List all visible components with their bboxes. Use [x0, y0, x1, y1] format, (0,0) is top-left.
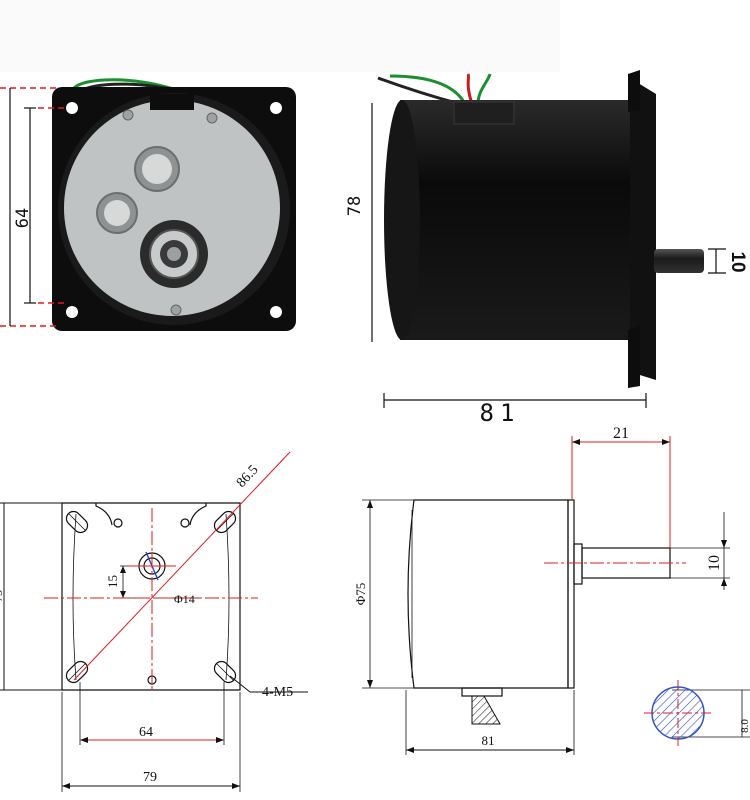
- wire-grommet: [453, 101, 515, 125]
- side-photo: [377, 70, 704, 388]
- side-wire-green: [389, 74, 467, 105]
- wire-exit-block: [461, 687, 503, 697]
- hole-spec-leader: [229, 675, 251, 693]
- front-photo-dimensions: [0, 87, 66, 327]
- arrow-body-dia-top: [367, 500, 373, 508]
- side-photo-dimension-bars: [371, 103, 726, 408]
- arrow-body-dia-bottom: [367, 680, 373, 688]
- side-drawing: [362, 436, 730, 755]
- shaft-dia-label: 10: [706, 555, 723, 571]
- draw-screw-left: [113, 518, 123, 528]
- left-height-label: 75: [0, 590, 5, 602]
- front-photo-dimension-bars: [9, 88, 36, 326]
- side-shaft-label: 10: [727, 251, 748, 272]
- arrow-shaft-dia-top: [721, 540, 727, 548]
- screw-top-right: [206, 112, 218, 124]
- photo-background-strip: [0, 0, 560, 72]
- body-chamfer-top: [95, 503, 207, 526]
- slot-hole-tl: [65, 510, 89, 534]
- side-height-label: 78: [345, 196, 365, 216]
- slot-hole-tr: [213, 510, 237, 534]
- inner-arc-left: [72, 513, 77, 681]
- arrow-hole-spacing-left: [80, 737, 88, 743]
- front-photo: [52, 78, 296, 331]
- arrow-hole-spacing-right: [216, 737, 224, 743]
- mount-hole-tr: [270, 102, 282, 114]
- draw-screw-right: [180, 518, 190, 528]
- flange-outline: [61, 502, 241, 691]
- offset-dim-label: 15: [105, 575, 120, 588]
- side-length-label: 81: [480, 399, 521, 427]
- hole-spacing-label: 64: [139, 725, 153, 740]
- wire-exit-hatch: [471, 695, 501, 725]
- slot-hole-br: [213, 660, 237, 684]
- side-wire-green-2: [476, 73, 492, 105]
- arrow-body-length-right: [566, 747, 574, 753]
- front-drawing: [0, 451, 308, 792]
- wire-notch: [150, 94, 194, 110]
- inner-arc-right: [225, 513, 230, 681]
- shaft-section-detail: [644, 680, 750, 746]
- arrow-shaft-length-left: [572, 439, 580, 445]
- motor-can: [391, 100, 640, 340]
- arrow-shaft-length-right: [662, 439, 670, 445]
- arrow-shaft-dia-bottom: [721, 578, 727, 586]
- pilot-boss: [573, 543, 583, 585]
- front-outer-dim-label: 7: [0, 205, 3, 215]
- arrow-flange-width-right: [232, 783, 240, 789]
- section-dim-label: 8.0: [739, 719, 750, 733]
- arrow-offset-top: [120, 566, 126, 573]
- arrow-body-length-left: [406, 747, 414, 753]
- mount-hole-br: [270, 306, 282, 318]
- flange-tab-bottom: [628, 326, 640, 388]
- front-drawing-centerlines: [44, 508, 258, 690]
- flange-outline-side: [567, 499, 575, 689]
- front-drawing-arrowheads: [62, 566, 240, 789]
- arrow-flange-width-left: [62, 783, 70, 789]
- end-plate: [64, 100, 280, 316]
- bushing-lower-inner: [104, 200, 130, 226]
- body-length-label: 81: [482, 733, 495, 748]
- side-drawing-arrowheads: [367, 439, 727, 753]
- screw-bottom: [170, 304, 182, 316]
- flange-tab-top: [628, 70, 640, 112]
- arrow-offset-bottom: [120, 591, 126, 598]
- diagonal-dim-line: [73, 451, 291, 681]
- motor-can-end: [384, 100, 420, 340]
- mount-hole-tl: [66, 102, 78, 114]
- shaft-length-label: 21: [613, 425, 629, 442]
- side-wire-red: [466, 73, 474, 105]
- bearing-center: [167, 247, 181, 261]
- hole-spec-label: 4-M5: [262, 685, 293, 700]
- body-dia-label: Φ75: [353, 583, 368, 606]
- bushing-upper-inner: [142, 154, 172, 184]
- flange-width-label: 79: [143, 770, 157, 785]
- body-outline: [407, 499, 569, 689]
- side-flange: [630, 78, 656, 380]
- screw-top-left: [122, 109, 134, 121]
- front-hole-dim-label: 64: [13, 208, 33, 228]
- slot-hole-bl: [65, 660, 89, 684]
- motor-shaft: [654, 249, 704, 273]
- mount-hole-bl: [66, 306, 78, 318]
- bore-dim-label: Φ14: [174, 592, 195, 606]
